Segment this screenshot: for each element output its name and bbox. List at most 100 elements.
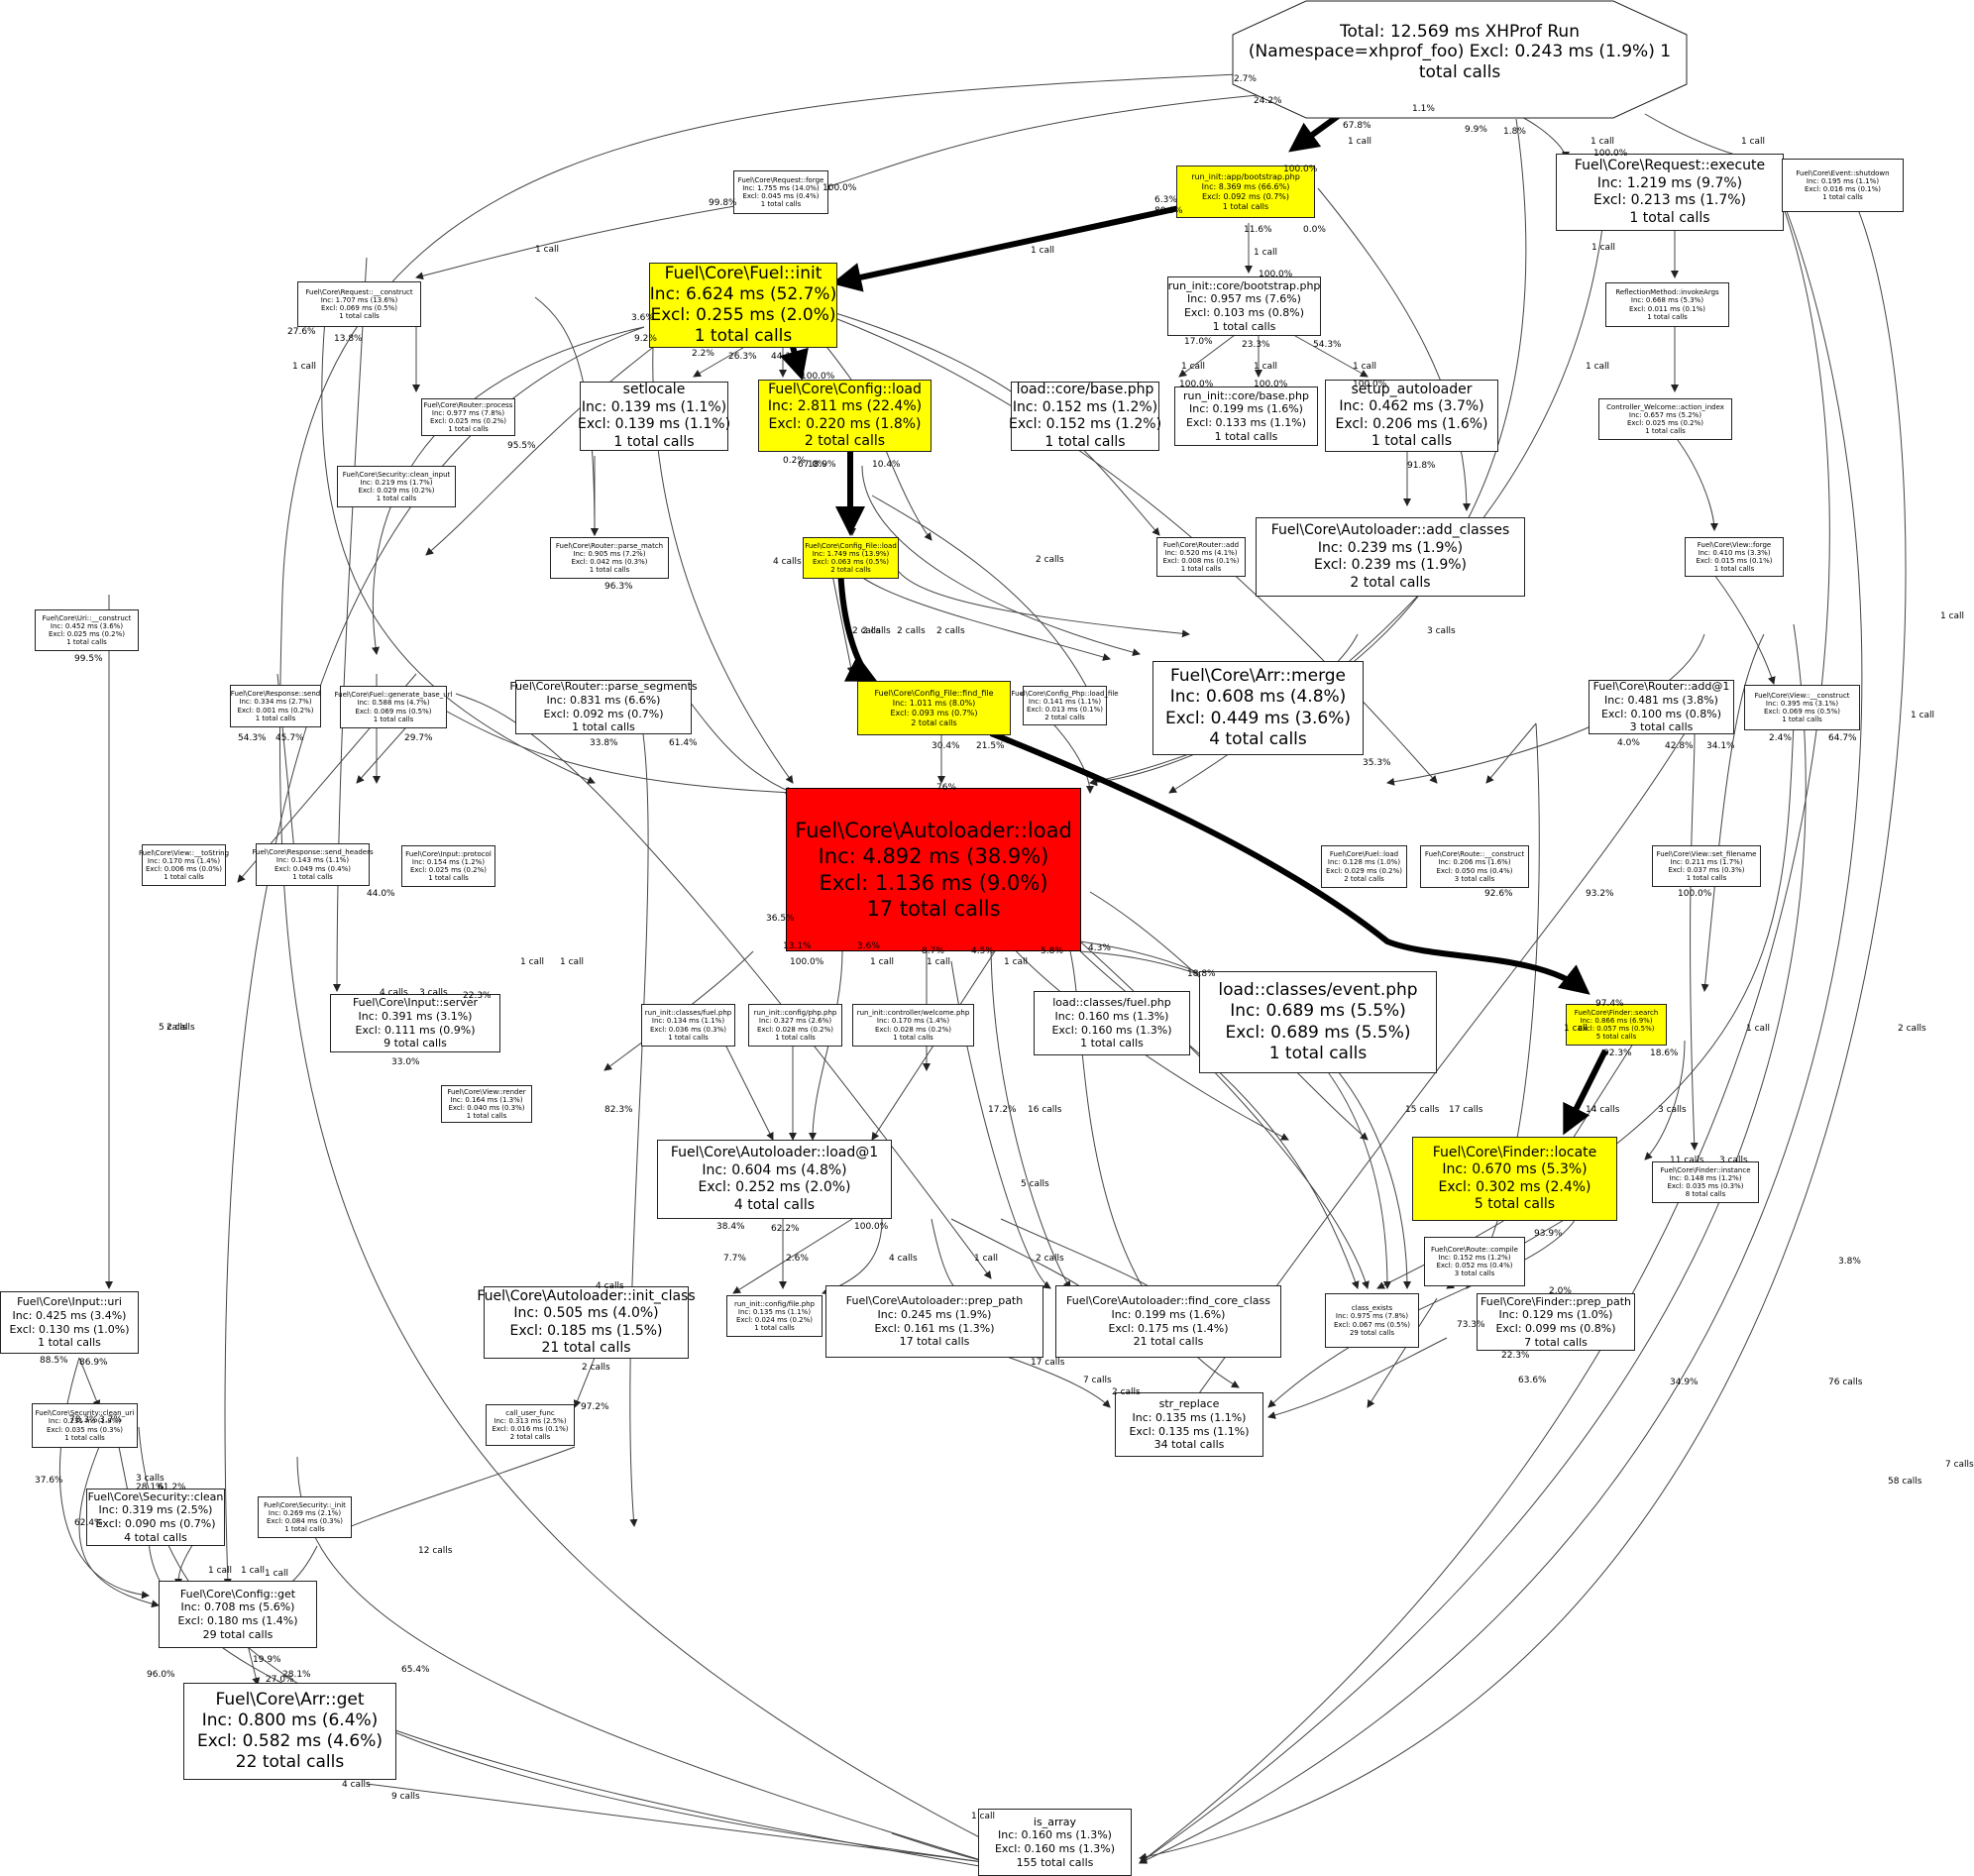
edge-label: 6.3% xyxy=(1154,195,1177,205)
edge-label: 28.1% xyxy=(136,1483,164,1492)
node-line: Inc: 2.811 ms (22.4%) xyxy=(767,398,923,414)
node-line: Inc: 0.152 ms (1.2%) xyxy=(1012,398,1158,415)
edge-label: 4 calls xyxy=(889,1254,918,1264)
node-line: 1 total calls xyxy=(376,495,417,503)
edge-label: 67.8% xyxy=(1343,121,1371,131)
edge-label: 0.2% xyxy=(783,456,806,466)
edge-label: 17 calls xyxy=(1449,1105,1483,1115)
node-line: run_init::classes/fuel.php xyxy=(644,1009,732,1018)
node-line: Inc: 0.608 ms (4.8%) xyxy=(1169,687,1347,708)
edge-label: 3 calls xyxy=(136,1474,164,1484)
edge-label: 63.6% xyxy=(1518,1376,1547,1385)
node-line: 1 total calls xyxy=(428,874,469,883)
node-line: Inc: 0.152 ms (1.2%) xyxy=(1438,1253,1511,1262)
node-line: Excl: 0.025 ms (0.2%) xyxy=(1626,419,1704,427)
node-line: 1 total calls xyxy=(466,1112,507,1121)
edge-label: 100.0% xyxy=(801,372,835,382)
edge-label: 18.9% xyxy=(808,460,836,470)
node-line: 1 total calls xyxy=(1713,565,1755,574)
node-line: Excl: 0.092 ms (0.7%) xyxy=(1201,191,1290,201)
node-line: 5 total calls xyxy=(1474,1196,1556,1212)
node-line: Excl: 0.099 ms (0.8%) xyxy=(1495,1322,1616,1335)
edge-label: 21.5% xyxy=(976,741,1005,751)
edge-label: 13.1% xyxy=(783,941,812,951)
node-line: ReflectionMethod::invokeArgs xyxy=(1615,288,1719,297)
node-line: Excl: 0.092 ms (0.7%) xyxy=(543,707,664,720)
node-line: 1 total calls xyxy=(64,1433,105,1442)
node-line: Fuel\Core\Autoloader::init_class xyxy=(477,1287,696,1304)
edge-label: 2 calls xyxy=(936,626,965,636)
edge-label: 34.1% xyxy=(1706,741,1735,751)
node-line: Inc: 1.011 ms (8.0%) xyxy=(892,698,976,708)
node-line: Inc: 0.206 ms (1.6%) xyxy=(1438,858,1511,867)
node-line: Inc: 0.231 ms (1.8%) xyxy=(48,1417,122,1426)
node-line: 4 total calls xyxy=(1209,728,1307,749)
edge-label: 95.5% xyxy=(507,441,536,451)
root-octagon-shape xyxy=(1232,0,1688,119)
edge-label: 99.5% xyxy=(74,654,103,664)
edge-label: 80.0% xyxy=(1154,206,1183,216)
node-line: Excl: 0.161 ms (1.3%) xyxy=(874,1321,995,1335)
edge-label: 2 calls xyxy=(582,1363,610,1373)
node-line: Inc: 0.708 ms (5.6%) xyxy=(180,1600,295,1614)
node-line: Excl: 0.063 ms (0.5%) xyxy=(812,558,890,566)
node-line: Excl: 0.582 ms (4.6%) xyxy=(196,1731,384,1751)
node-line: Excl: 0.185 ms (1.5%) xyxy=(509,1322,663,1339)
node-line: 2 total calls xyxy=(1350,574,1431,591)
node-line: Excl: 0.029 ms (0.2%) xyxy=(1325,866,1403,875)
node-line: load::core/base.php xyxy=(1016,382,1154,397)
edge-label: 26.3% xyxy=(728,352,757,362)
node-line: Inc: 0.211 ms (1.7%) xyxy=(1670,857,1743,866)
edge-label: 1 call xyxy=(1591,243,1616,253)
node-line: 1 total calls xyxy=(448,425,489,434)
node-line: Inc: 1.219 ms (9.7%) xyxy=(1596,174,1743,191)
node-line: Fuel\Core\Router::parse_segments xyxy=(509,680,698,693)
node-line: Inc: 0.170 ms (1.4%) xyxy=(147,856,221,865)
node-line: Excl: 0.016 ms (0.1%) xyxy=(492,1425,569,1433)
edge-label: 3.8% xyxy=(1838,1257,1861,1267)
node-line: Inc: 1.749 ms (13.9%) xyxy=(812,549,890,558)
edge-label: 93.9% xyxy=(1534,1229,1563,1239)
node-line: Excl: 0.213 ms (1.7%) xyxy=(1592,192,1747,208)
node-line: 1 total calls xyxy=(1044,433,1126,450)
node-line: Excl: 0.035 ms (0.3%) xyxy=(46,1425,124,1434)
edge-label: 1 call xyxy=(1353,362,1377,372)
node-line: load::classes/event.php xyxy=(1218,980,1418,1000)
node-line: Fuel\Core\Security::clean_uri xyxy=(35,1409,135,1418)
node-line: Fuel\Core\Input::protocol xyxy=(405,849,492,858)
node-line: 17 total calls xyxy=(899,1335,970,1349)
edge-label: 100.0% xyxy=(822,183,857,193)
node-line: Excl: 0.025 ms (0.2%) xyxy=(409,866,488,874)
node-line: Inc: 0.977 ms (7.8%) xyxy=(431,408,505,417)
edge-label: 22.3% xyxy=(463,991,492,1001)
root-line: Total: 12.569 ms xyxy=(1340,22,1480,42)
node-line: 1 total calls xyxy=(284,1525,325,1534)
edge-label: 5 calls xyxy=(1021,1179,1049,1189)
edge-label: 9 calls xyxy=(391,1792,420,1802)
node-line: Fuel\Core\Response::send_headers xyxy=(252,848,374,857)
edge-label: 17.2% xyxy=(988,1105,1017,1115)
node-line: Fuel\Core\Route::__construct xyxy=(1424,850,1525,859)
node-line: Fuel\Core\Event::shutdown xyxy=(1796,168,1890,177)
node-line: 29 total calls xyxy=(202,1627,274,1641)
